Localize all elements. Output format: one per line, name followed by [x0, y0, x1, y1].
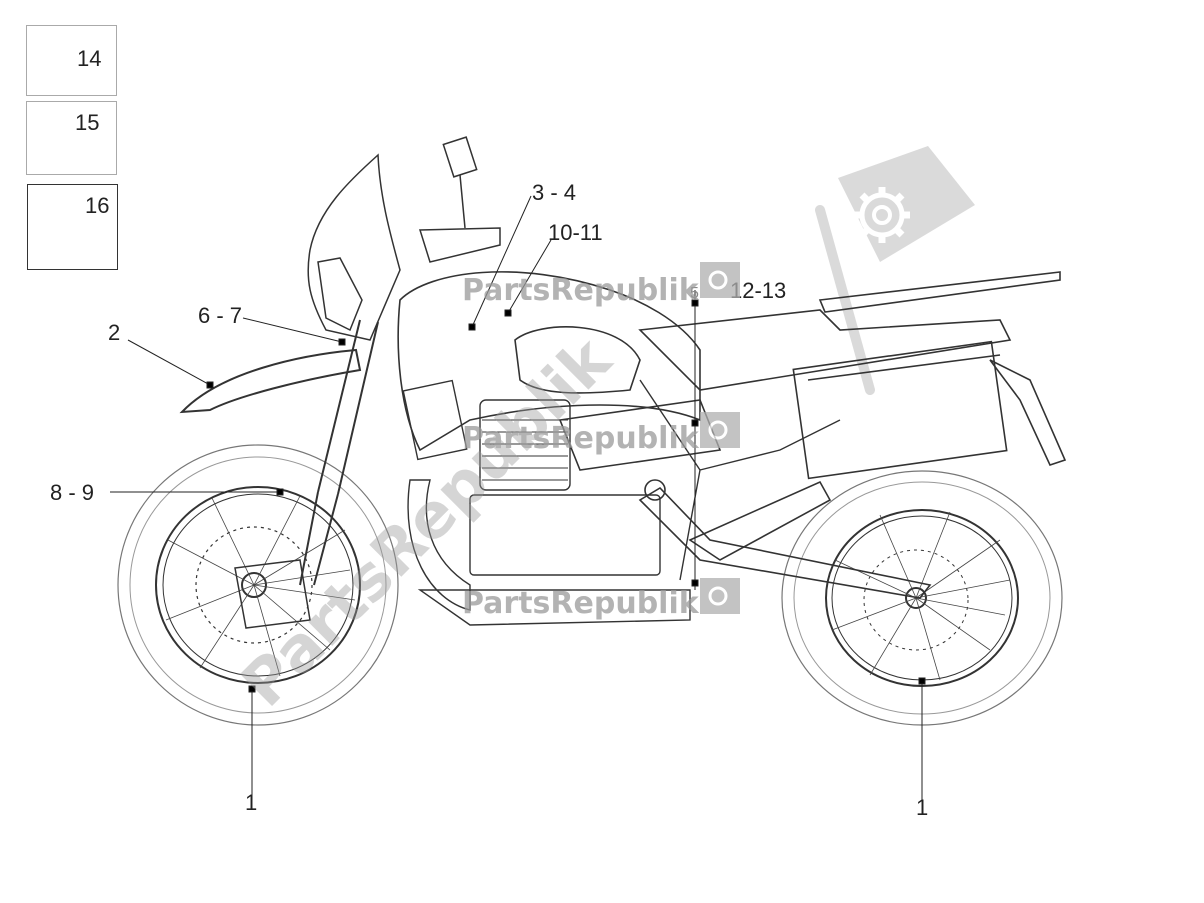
part-box-14: 14 — [26, 25, 117, 96]
bodywork — [397, 271, 1067, 480]
callout-2: 2 — [108, 320, 120, 345]
gear-icon — [854, 187, 910, 243]
part-box-label: 15 — [75, 110, 100, 135]
windscreen-headlight — [307, 136, 501, 341]
watermark-text: PartsRepublik — [462, 421, 700, 456]
front-wheel — [117, 444, 399, 726]
front-fork — [299, 319, 379, 586]
watermark-text: PartsRepublik — [462, 586, 700, 621]
watermark-text: PartsRepublik — [462, 273, 700, 308]
callout-5: 5 — [690, 285, 699, 302]
engine — [402, 379, 691, 626]
part-box-label: 16 — [85, 193, 110, 218]
callout-8-9: 8 - 9 — [50, 480, 94, 505]
callout-labels: 2 6 - 7 8 - 9 3 - 4 10-11 5 12-13 1 1 — [50, 180, 928, 820]
watermark-gear-icon — [700, 262, 740, 614]
front-mudguard — [179, 348, 362, 414]
frame — [639, 379, 841, 581]
part-box-label: 14 — [77, 46, 102, 71]
watermark-flag-icon — [815, 146, 975, 395]
callout-3-4: 3 - 4 — [532, 180, 576, 205]
callout-1-front: 1 — [245, 790, 257, 815]
part-box-16: 16 — [27, 184, 118, 270]
callout-1-rear: 1 — [916, 795, 928, 820]
callout-6-7: 6 - 7 — [198, 303, 242, 328]
swingarm — [638, 479, 932, 599]
callout-leaders — [110, 195, 926, 800]
callout-10-11: 10-11 — [548, 220, 603, 245]
part-box-15: 15 — [26, 101, 117, 175]
